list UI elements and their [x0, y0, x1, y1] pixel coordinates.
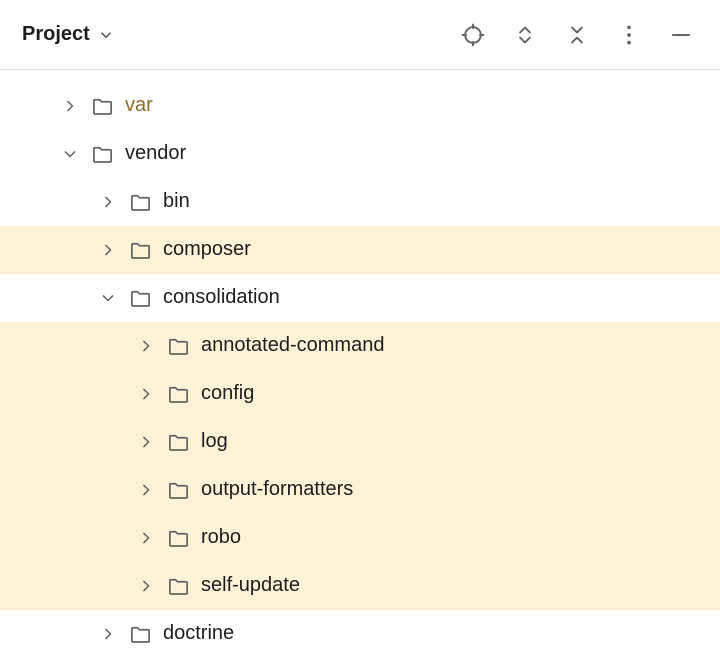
- more-options-button[interactable]: [612, 18, 646, 52]
- folder-icon: [128, 622, 152, 646]
- project-tree: var vendor bin composer consolidation an…: [0, 70, 720, 658]
- tree-item-label: self-update: [201, 574, 300, 596]
- header-actions: [456, 18, 698, 52]
- tree-item-label: config: [201, 382, 255, 404]
- minimize-icon: [668, 22, 694, 48]
- tree-item-label: output-formatters: [201, 478, 354, 500]
- tree-row-var[interactable]: var: [0, 82, 720, 130]
- tree-row-robo[interactable]: robo: [0, 514, 720, 562]
- tree-item-label: doctrine: [163, 622, 235, 644]
- chevron-right-icon[interactable]: [134, 382, 158, 406]
- chevron-down-icon[interactable]: [58, 142, 82, 166]
- folder-icon: [166, 334, 190, 358]
- chevron-right-icon[interactable]: [134, 334, 158, 358]
- chevron-right-icon[interactable]: [134, 574, 158, 598]
- chevron-down-icon: [97, 26, 115, 44]
- tree-row-bin[interactable]: bin: [0, 178, 720, 226]
- project-selector[interactable]: Project: [20, 19, 117, 50]
- tree-row-annotated-command[interactable]: annotated-command: [0, 322, 720, 370]
- tree-row-vendor[interactable]: vendor: [0, 130, 720, 178]
- hide-toolwindow-button[interactable]: [664, 18, 698, 52]
- folder-icon: [166, 478, 190, 502]
- tree-item-label: robo: [201, 526, 242, 548]
- tree-row-doctrine[interactable]: doctrine: [0, 610, 720, 658]
- tree-item-label: var: [125, 94, 153, 116]
- project-title: Project: [22, 23, 90, 45]
- chevron-right-icon[interactable]: [96, 190, 120, 214]
- target-icon: [460, 22, 486, 48]
- toolwindow-header: Project: [0, 0, 720, 70]
- collapse-all-icon: [564, 22, 590, 48]
- folder-icon: [128, 286, 152, 310]
- folder-icon: [90, 94, 114, 118]
- tree-item-label: bin: [163, 190, 190, 212]
- folder-icon: [128, 238, 152, 262]
- select-opened-file-button[interactable]: [456, 18, 490, 52]
- chevron-right-icon[interactable]: [134, 478, 158, 502]
- folder-icon: [166, 526, 190, 550]
- tree-row-composer[interactable]: composer: [0, 226, 720, 274]
- expand-all-icon: [512, 22, 538, 48]
- expand-all-button[interactable]: [508, 18, 542, 52]
- tree-item-label: composer: [163, 238, 251, 260]
- chevron-down-icon[interactable]: [96, 286, 120, 310]
- tree-row-output-formatters[interactable]: output-formatters: [0, 466, 720, 514]
- tree-item-label: vendor: [125, 142, 187, 164]
- tree-item-label: log: [201, 430, 228, 452]
- tree-row-config[interactable]: config: [0, 370, 720, 418]
- chevron-right-icon[interactable]: [58, 94, 82, 118]
- folder-icon: [128, 190, 152, 214]
- folder-icon: [166, 574, 190, 598]
- kebab-menu-icon: [616, 22, 642, 48]
- chevron-right-icon[interactable]: [96, 622, 120, 646]
- tree-item-label: consolidation: [163, 286, 280, 308]
- collapse-all-button[interactable]: [560, 18, 594, 52]
- tree-row-self-update[interactable]: self-update: [0, 562, 720, 610]
- folder-icon: [166, 382, 190, 406]
- tree-row-consolidation[interactable]: consolidation: [0, 274, 720, 322]
- tree-item-label: annotated-command: [201, 334, 385, 356]
- tree-row-log[interactable]: log: [0, 418, 720, 466]
- chevron-right-icon[interactable]: [134, 526, 158, 550]
- folder-icon: [166, 430, 190, 454]
- chevron-right-icon[interactable]: [134, 430, 158, 454]
- folder-icon: [90, 142, 114, 166]
- chevron-right-icon[interactable]: [96, 238, 120, 262]
